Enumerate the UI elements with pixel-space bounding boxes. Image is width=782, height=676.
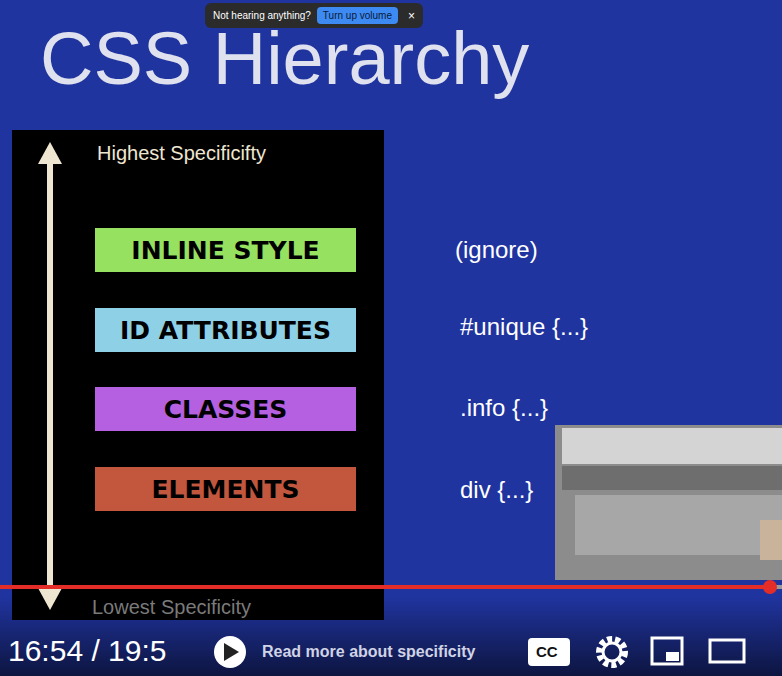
slide-title: CSS Hierarchy <box>40 22 529 96</box>
settings-gear <box>599 639 625 665</box>
time-display: 16:54 / 19:5 <box>8 634 166 668</box>
level-box: ID ATTRIBUTES <box>95 308 356 352</box>
webcam-frame <box>555 425 782 580</box>
level-box: CLASSES <box>95 387 356 431</box>
specificity-arrow <box>12 130 384 620</box>
level-box: INLINE STYLE <box>95 228 356 272</box>
audio-popup: Not hearing anything? × Turn up volume <box>205 3 423 28</box>
chalkboard <box>575 495 782 555</box>
cc-label: CC <box>536 643 558 660</box>
controls-shade <box>0 596 782 676</box>
play-button <box>214 636 246 668</box>
progress-played <box>0 585 770 589</box>
arrow-head <box>38 142 62 164</box>
level-name: ELEMENTS <box>151 475 299 504</box>
level-box: ELEMENTS <box>95 467 356 511</box>
cc-button <box>528 638 570 666</box>
code-example: #unique {...} <box>460 313 588 341</box>
specificity-panel: Highest SpecificiftyLowest Specificity IN… <box>12 130 384 620</box>
level-name: CLASSES <box>164 395 288 424</box>
popup-text: × <box>404 9 415 23</box>
level-name: INLINE STYLE <box>131 236 319 265</box>
arrow-head <box>38 588 62 610</box>
code-example: (ignore) <box>455 236 538 264</box>
code-example: div {...} <box>460 476 533 504</box>
projection-screen <box>562 428 782 464</box>
button-text: Turn up volume <box>323 10 392 21</box>
progress-bar <box>0 580 782 594</box>
level-name: ID ATTRIBUTES <box>120 316 331 345</box>
volume-button: Turn up volume <box>317 7 398 24</box>
scale-end-label: Highest Specificifty <box>97 142 266 165</box>
arrow-shaft <box>47 160 53 592</box>
miniplayer-icon <box>652 638 682 664</box>
theater-icon <box>710 640 744 662</box>
slide-caption: Read more about specificity <box>262 643 475 661</box>
board-edge <box>562 466 782 490</box>
popup-text: Not hearing anything? <box>213 10 311 21</box>
progress-handle <box>763 580 777 594</box>
lecturer-figure <box>760 520 782 560</box>
code-example: .info {...} <box>460 394 548 422</box>
scale-end-label: Lowest Specificity <box>92 596 251 619</box>
